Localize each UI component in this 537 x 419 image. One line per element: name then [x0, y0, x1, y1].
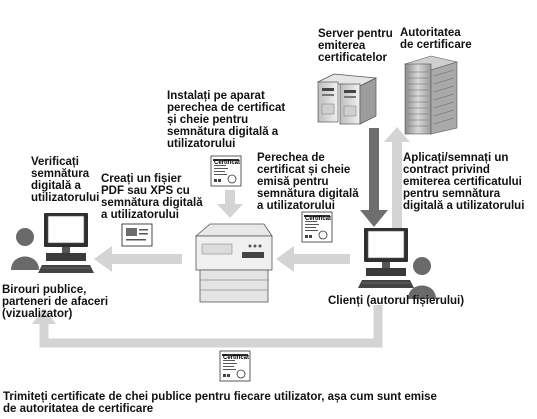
office-building-icon: [403, 55, 459, 135]
person-icon: [408, 257, 436, 299]
server-icon: [316, 73, 378, 125]
pair-label: Perechea de certificat și cheie emisă pe…: [257, 152, 359, 212]
offices-label: Birouri publice, parteneri de afaceri (v…: [2, 284, 109, 320]
svg-text:Certificat: Certificat: [223, 355, 249, 361]
printer-to-offices-arrow: [94, 246, 182, 272]
certificate-icon: Certificat: [210, 155, 242, 187]
clients-label: Clienți (autorul fișierului): [328, 295, 465, 307]
install-arrow: [217, 190, 243, 218]
apply-arrow: [384, 127, 410, 230]
apply-label: Aplicați/semnați un contract privind emi…: [403, 152, 525, 212]
printer-icon: [194, 223, 273, 303]
return-arrow: [32, 305, 383, 348]
authority-label: Autoritatea de certificare: [400, 27, 472, 51]
svg-text:Certificat: Certificat: [305, 216, 331, 222]
svg-text:Certificat: Certificat: [214, 160, 240, 166]
verify-label: Verificați semnătura digitală a utilizat…: [31, 156, 100, 204]
clients-to-printer-arrow: [276, 246, 350, 272]
issue-arrow: [360, 128, 388, 227]
install-label: Instalați pe aparat perechea de certific…: [167, 90, 286, 150]
server-label: Server pentru emiterea certificatelor: [318, 28, 393, 64]
certificate-icon: Certificat: [301, 211, 333, 243]
person-icon: [11, 228, 39, 270]
document-icon: [121, 223, 153, 247]
create-label: Creați un fișier PDF sau XPS cu semnătur…: [101, 173, 203, 221]
computer-icon: [37, 212, 95, 274]
computer-icon: [357, 227, 415, 289]
certificate-icon: Certificat: [219, 350, 251, 382]
bottom-caption: Trimiteți certificate de chei publice pe…: [3, 391, 437, 415]
